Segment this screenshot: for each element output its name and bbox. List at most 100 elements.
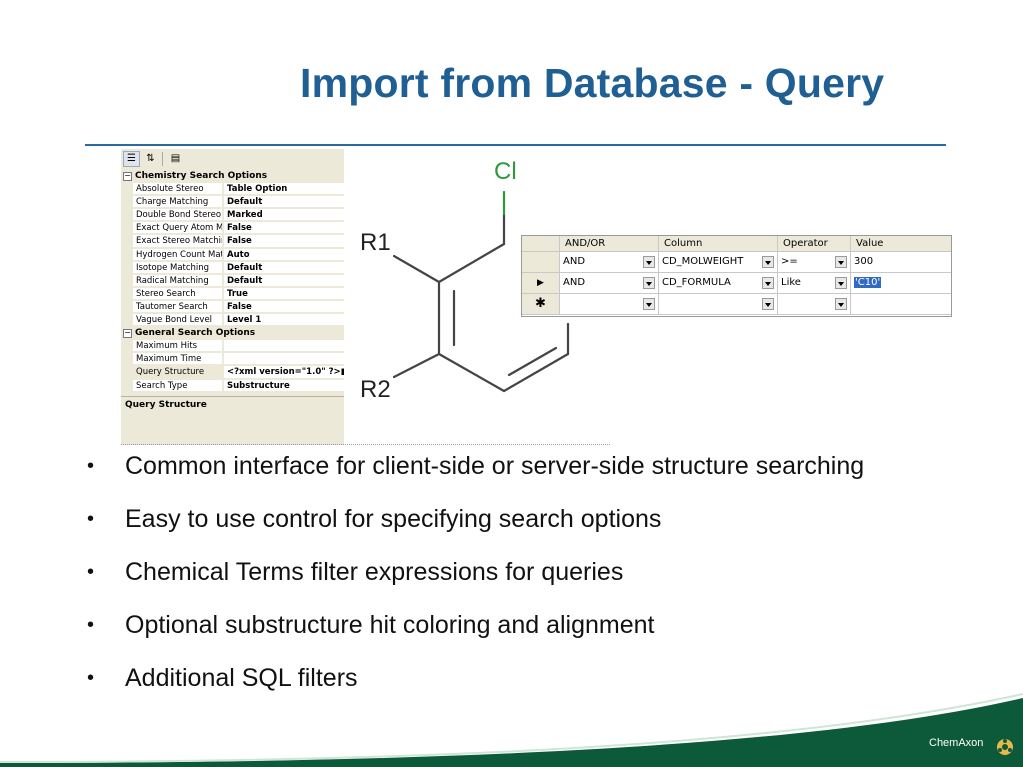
filter-row[interactable]: ✱ [522, 294, 951, 315]
property-name[interactable]: Exact Stereo Matching [133, 235, 223, 248]
current-row-icon[interactable]: ▶ [522, 273, 560, 293]
chevron-down-icon[interactable] [643, 277, 655, 289]
filter-operator-cell[interactable]: Like [778, 273, 851, 293]
chevron-down-icon[interactable] [835, 277, 847, 289]
property-name[interactable]: Stereo Search [133, 287, 223, 300]
chevron-down-icon[interactable] [643, 298, 655, 310]
filter-andor-cell[interactable]: AND [560, 252, 659, 272]
collapse-toggle-icon[interactable]: − [123, 328, 132, 339]
toolbar-separator [162, 152, 163, 166]
property-name[interactable]: Tautomer Search [133, 300, 223, 314]
chevron-down-icon[interactable] [835, 298, 847, 310]
chevron-down-icon[interactable] [762, 298, 774, 310]
property-name[interactable]: Charge Matching [133, 196, 223, 209]
filter-value-cell[interactable]: 'C10' [851, 273, 951, 293]
property-value[interactable]: False [224, 235, 344, 248]
property-value[interactable] [224, 353, 344, 366]
property-name[interactable]: Isotope Matching [133, 261, 223, 274]
property-row-margin [121, 235, 133, 249]
filter-andor-cell[interactable]: AND [560, 273, 659, 293]
property-name[interactable]: Maximum Time [133, 353, 223, 366]
filter-value-cell[interactable] [851, 294, 951, 314]
categorized-icon[interactable]: ☰ [123, 151, 140, 167]
ring-double-bond-inner-2 [507, 346, 558, 377]
property-value[interactable]: Level 1 [224, 314, 344, 327]
filter-column-cell[interactable] [659, 294, 778, 314]
property-value[interactable]: Default [224, 274, 344, 287]
bullet-item: •Common interface for client-side or ser… [87, 450, 927, 482]
property-row-margin [121, 314, 133, 328]
header-value[interactable]: Value [851, 236, 951, 251]
property-value[interactable]: Substructure [224, 379, 344, 392]
property-value[interactable]: Default [224, 261, 344, 274]
filter-operator-cell[interactable]: >= [778, 252, 851, 272]
property-name[interactable]: Radical Matching [133, 274, 223, 287]
property-value[interactable] [224, 340, 344, 353]
category-row[interactable]: −General Search Options [121, 327, 344, 341]
filter-value-cell[interactable]: 300 [851, 252, 951, 272]
property-value[interactable]: True [224, 287, 344, 300]
property-value[interactable]: False [224, 222, 344, 235]
property-value[interactable]: Auto [224, 248, 344, 261]
r1-label: R1 [360, 229, 391, 256]
ring-bond-4 [502, 352, 570, 393]
filter-column-cell[interactable]: CD_MOLWEIGHT [659, 252, 778, 272]
chevron-down-icon[interactable] [762, 277, 774, 289]
property-name[interactable]: Exact Query Atom Mat [133, 222, 223, 235]
property-name[interactable]: Maximum Hits [133, 340, 223, 353]
property-name[interactable]: Double Bond Stereo M [133, 209, 223, 222]
property-name[interactable]: Query Structure [133, 366, 223, 379]
property-name[interactable]: Hydrogen Count Matc [133, 248, 223, 261]
property-name[interactable]: Vague Bond Level [133, 314, 223, 327]
property-pages-icon[interactable]: ▤ [170, 153, 181, 164]
header-operator[interactable]: Operator [778, 236, 851, 251]
property-value[interactable]: Marked [224, 209, 344, 222]
header-andor[interactable]: AND/OR [560, 236, 659, 251]
filter-grid-header: AND/OR Column Operator Value [522, 236, 951, 252]
r1-bond [392, 254, 441, 284]
chevron-down-icon[interactable] [643, 256, 655, 268]
property-row[interactable]: Query Structure<?xml version="1.0" ?>■ [121, 366, 344, 380]
filter-operator-cell[interactable] [778, 294, 851, 314]
filter-column-cell[interactable]: CD_FORMULA [659, 273, 778, 293]
cl-label: Cl [494, 158, 517, 185]
property-row-margin [121, 248, 133, 262]
property-name[interactable]: Search Type [133, 379, 223, 392]
collapse-toggle-icon[interactable]: − [123, 171, 132, 181]
property-value[interactable]: Default [224, 196, 344, 209]
title-divider [85, 144, 946, 146]
property-row[interactable]: Maximum Hits [121, 340, 344, 354]
footer-swoosh [0, 693, 1023, 767]
category-row[interactable]: −Chemistry Search Options [121, 170, 344, 184]
sort-alphabetical-icon[interactable]: ⇅ [146, 153, 155, 164]
property-value[interactable]: <?xml version="1.0" ?>■ [224, 366, 344, 379]
new-row-icon[interactable]: ✱ [522, 294, 560, 314]
row-selector[interactable] [522, 252, 560, 272]
property-row-margin [121, 196, 133, 210]
property-name[interactable]: Absolute Stereo [133, 183, 223, 196]
property-row[interactable]: Maximum Time [121, 353, 344, 367]
filter-value-value: 'C10' [854, 277, 882, 288]
slide-title: Import from Database - Query [300, 60, 885, 106]
filter-andor-cell[interactable] [560, 294, 659, 314]
chevron-down-icon[interactable] [835, 256, 847, 268]
property-value[interactable]: Table Option [224, 183, 344, 196]
header-column[interactable]: Column [659, 236, 778, 251]
property-value[interactable]: False [224, 300, 344, 314]
chevron-down-icon[interactable] [762, 256, 774, 268]
filter-operator-value: Like [781, 277, 801, 288]
